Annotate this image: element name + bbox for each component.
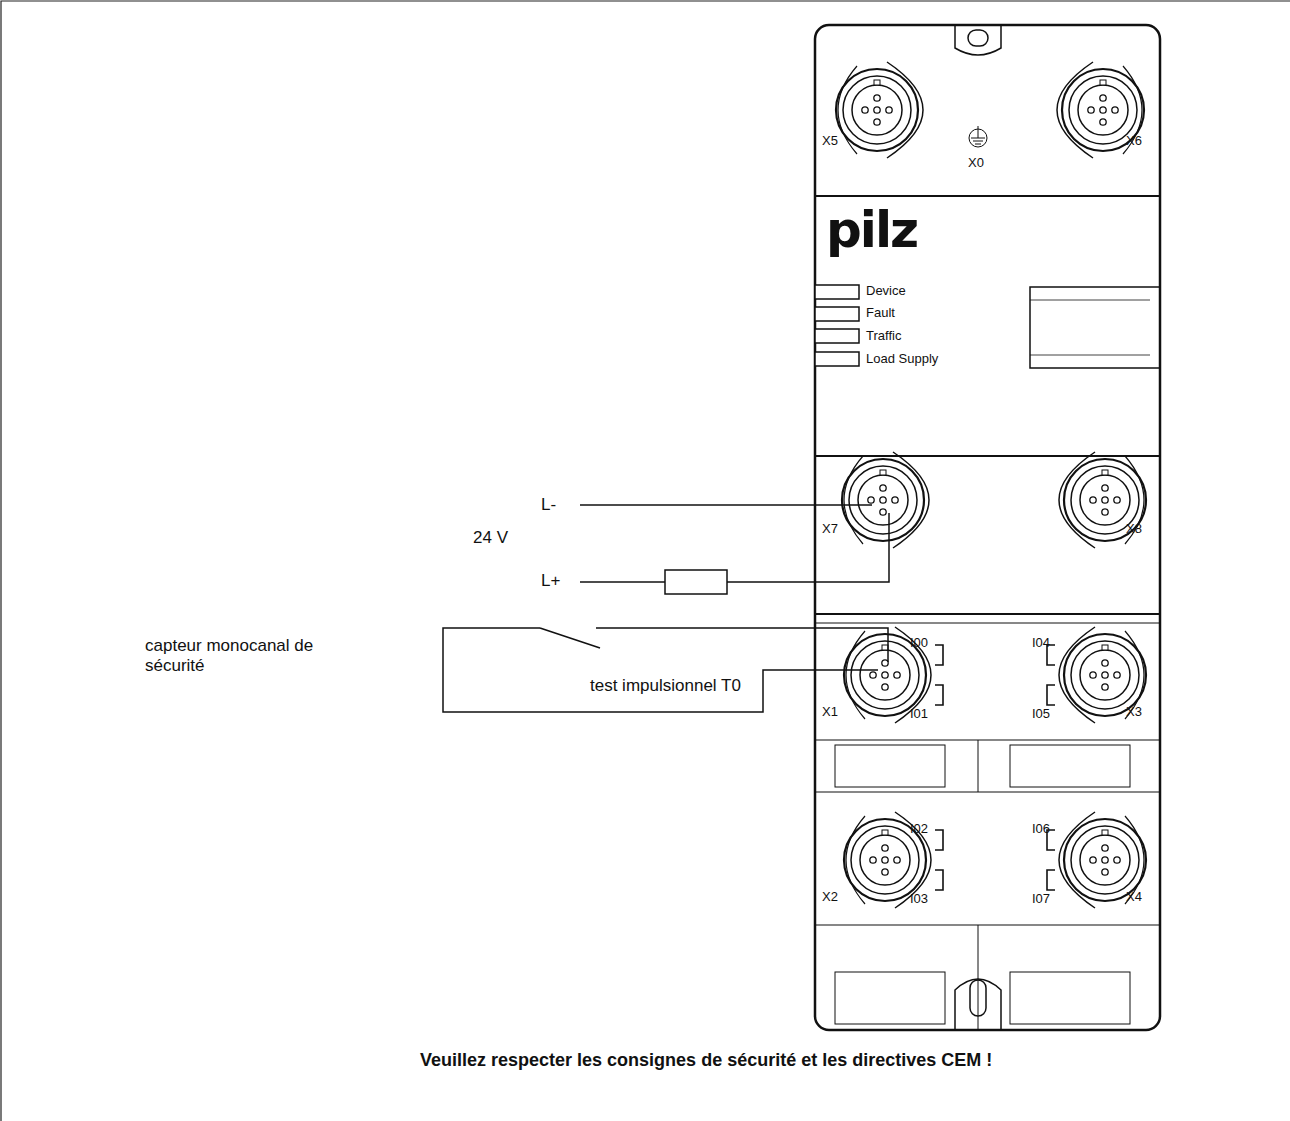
m12-connector bbox=[1047, 812, 1146, 908]
supply-label: L- bbox=[541, 495, 556, 515]
m12-connector bbox=[1057, 62, 1144, 158]
led-label: Fault bbox=[866, 306, 895, 321]
m12-connector bbox=[842, 452, 929, 548]
connector-name: X8 bbox=[1126, 522, 1142, 537]
led-label: Device bbox=[866, 284, 906, 299]
label: test impulsionnel T0 bbox=[590, 676, 741, 696]
input-name: I03 bbox=[910, 892, 928, 907]
safety-note: Veuillez respecter les consignes de sécu… bbox=[420, 1050, 992, 1071]
connector-name: X6 bbox=[1126, 134, 1142, 149]
connector-name: X2 bbox=[822, 890, 838, 905]
input-name: I01 bbox=[910, 707, 928, 722]
connector-name: X4 bbox=[1126, 890, 1142, 905]
connector-name: X5 bbox=[822, 134, 838, 149]
input-name: I04 bbox=[1032, 636, 1050, 651]
m12-connector bbox=[844, 812, 943, 908]
connector-name: X7 bbox=[822, 522, 838, 537]
supply-label: L+ bbox=[541, 571, 560, 591]
input-name: I07 bbox=[1032, 892, 1050, 907]
m12-connector bbox=[836, 62, 923, 158]
input-name: I02 bbox=[910, 822, 928, 837]
input-name: I05 bbox=[1032, 707, 1050, 722]
label: capteur monocanal de sécurité bbox=[145, 636, 350, 675]
supply-label: 24 V bbox=[473, 528, 508, 548]
led-label: Load Supply bbox=[866, 352, 938, 367]
connector-name: X3 bbox=[1126, 705, 1142, 720]
m12-connector bbox=[1047, 627, 1146, 723]
led-label: Traffic bbox=[866, 329, 901, 344]
m12-connector bbox=[1059, 452, 1146, 548]
connector-name: X0 bbox=[968, 156, 984, 171]
input-name: I06 bbox=[1032, 822, 1050, 837]
input-name: I00 bbox=[910, 636, 928, 651]
brand-logo: pilz bbox=[826, 202, 917, 260]
connector-name: X1 bbox=[822, 705, 838, 720]
m12-connector bbox=[844, 627, 943, 723]
